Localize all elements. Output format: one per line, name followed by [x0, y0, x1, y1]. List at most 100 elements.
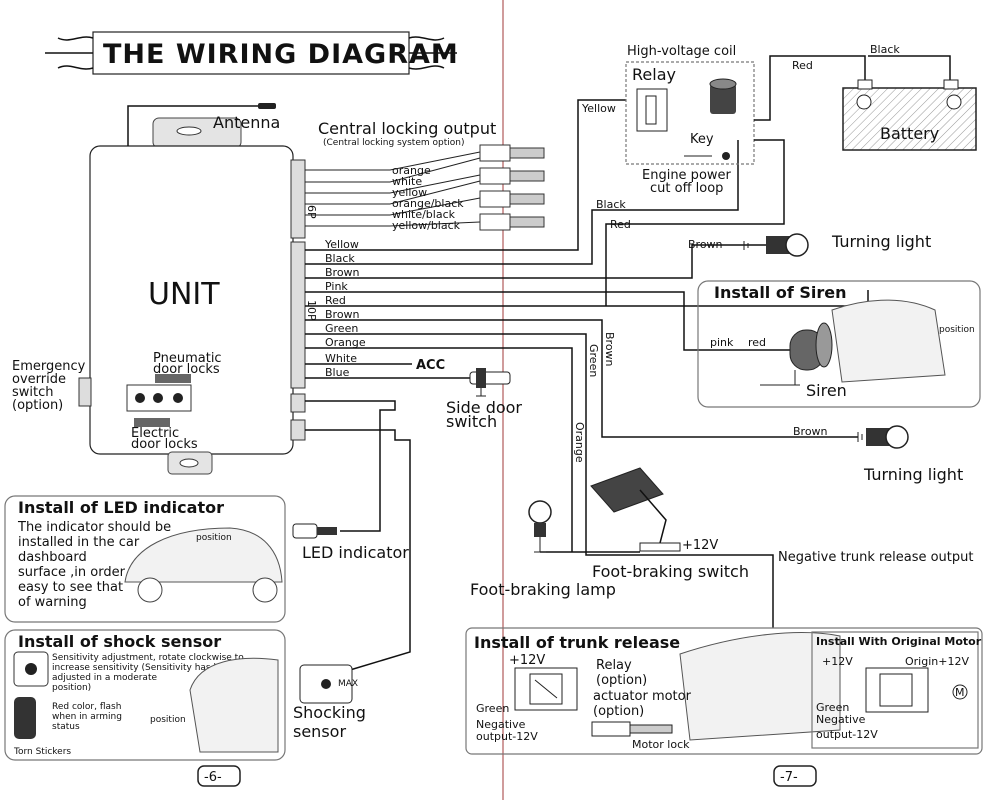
trunk-actuator-1: actuator motor — [593, 689, 692, 704]
shocking-label-1: Shocking — [293, 703, 366, 722]
shock-panel: Install of shock sensor Sensitivity adju… — [4, 629, 366, 761]
pneumatic-label-2: door locks — [153, 362, 220, 377]
turning-light-front-label: Turning light — [831, 232, 931, 251]
led-panel: Install of LED indicator The indicator s… — [4, 495, 409, 623]
wire-brown-rear — [305, 319, 858, 438]
central-locking-subtitle: (Central locking system option) — [323, 138, 464, 148]
foot-switch-label: Foot-braking switch — [592, 562, 749, 581]
wire-label-yellow: Yellow — [324, 238, 359, 251]
battery: Battery Black Red — [605, 43, 977, 306]
six-pin-label: 6P — [305, 205, 318, 219]
trunk-relay-2: (option) — [596, 673, 647, 688]
foot-plus12: +12V — [682, 538, 718, 553]
led-desc-6: of warning — [18, 595, 87, 610]
trunk-negative-2: output-12V — [476, 730, 538, 743]
wire-label-orange: Orange — [325, 336, 366, 349]
brown-vertical-label: Brown — [603, 332, 616, 367]
trunk-actuator-2: (option) — [593, 704, 644, 719]
emergency-label-4: (option) — [12, 398, 63, 413]
relay-yellow-label: Yellow — [581, 102, 616, 115]
wire-label-brown-1: Brown — [325, 266, 360, 279]
siren-position-label: position — [939, 325, 975, 335]
emergency-label-3: switch — [12, 385, 54, 400]
wire-label-red: Red — [325, 294, 346, 307]
trunk-green: Green — [476, 702, 509, 715]
orange-vertical-label: Orange — [573, 422, 586, 463]
cl-wire-white-black: white/black — [392, 208, 456, 221]
led-position-label: position — [196, 533, 232, 543]
trunk-title: Install of trunk release — [474, 633, 680, 652]
orig-green: Green — [816, 701, 849, 714]
siren-title: Install of Siren — [714, 283, 847, 302]
led-desc-2: installed in the car — [18, 535, 140, 550]
central-locking-title: Central locking output — [318, 119, 496, 138]
antenna-label: Antenna — [213, 113, 280, 132]
antenna: Antenna — [127, 103, 280, 146]
relay-box: High-voltage coil Relay Key Engine power… — [581, 44, 755, 231]
key-label: Key — [690, 132, 714, 147]
cl-wire-white: white — [392, 175, 422, 188]
electric-port-3 — [173, 393, 183, 403]
motor-lock-label: Motor lock — [632, 738, 690, 751]
shock-flash-2: when in arming — [52, 712, 122, 722]
shock-position-label: position — [150, 715, 186, 725]
wire-label-black: Black — [325, 252, 355, 265]
side-door-switch: Side door switch — [446, 368, 522, 431]
led-indicator-label: LED indicator — [302, 543, 409, 562]
electric-label-2: door locks — [131, 437, 198, 452]
shock-desc-4: position) — [52, 683, 91, 693]
turning-light-front-brown: Brown — [688, 238, 723, 251]
turning-light-rear: Brown Turning light — [793, 425, 963, 484]
led-desc-4: surface ,in order — [18, 565, 126, 580]
title-banner: THE WIRING DIAGRAM — [45, 31, 459, 75]
led-title: Install of LED indicator — [18, 498, 224, 517]
pneumatic-port — [155, 374, 191, 383]
electric-port-1 — [135, 393, 145, 403]
wire-label-brown-2: Brown — [325, 308, 360, 321]
page-title: THE WIRING DIAGRAM — [103, 39, 459, 70]
wire-label-green: Green — [325, 322, 358, 335]
electric-label-1: Electric — [131, 426, 179, 441]
side-door-label-1: Side door — [446, 398, 522, 417]
led-desc-3: dashboard — [18, 550, 87, 565]
ten-pin-label: 10P — [305, 300, 318, 321]
orig-origin: Origin+12V — [905, 655, 969, 668]
turning-light-rear-label: Turning light — [863, 465, 963, 484]
shocking-label-2: sensor — [293, 722, 346, 741]
orig-negative-2: output-12V — [816, 728, 878, 741]
electric-port-2 — [153, 393, 163, 403]
orig-negative-1: Negative — [816, 713, 866, 726]
wire-label-blue: Blue — [325, 366, 350, 379]
loop-label-1: Engine power — [642, 168, 732, 183]
unit-label: UNIT — [148, 277, 220, 312]
led-desc-5: easy to see that — [18, 580, 123, 595]
control-unit: UNIT 6P 10P Pneumatic door locks Electri… — [12, 117, 318, 475]
torn-stickers-label: Torn Stickers — [13, 747, 71, 757]
central-locking-output: Central locking output (Central locking … — [305, 119, 545, 232]
battery-label: Battery — [880, 124, 939, 143]
lock-connectors — [479, 144, 545, 231]
wire-black — [305, 140, 739, 265]
wire-pink — [305, 291, 792, 351]
pneumatic-label-1: Pneumatic — [153, 351, 222, 366]
page-number-right: -7- — [780, 770, 798, 785]
wire-brown-front — [305, 244, 740, 279]
siren-panel: Install of Siren pink red Siren position — [697, 280, 981, 408]
siren-pink-label: pink — [710, 336, 734, 349]
turning-light-rear-brown: Brown — [793, 425, 828, 438]
wire-label-pink: Pink — [325, 280, 348, 293]
siren-red-label: red — [748, 336, 766, 349]
negative-trunk-label: Negative trunk release output — [778, 550, 973, 565]
wire-shock — [305, 429, 411, 671]
foot-lamp-label: Foot-braking lamp — [470, 580, 616, 599]
wire-green — [305, 333, 774, 628]
emergency-label-2: override — [12, 372, 66, 387]
cl-wire-yellow-black: yellow/black — [392, 219, 461, 232]
original-motor-panel: Install With Original Motor +12V Origin+… — [811, 631, 982, 749]
trunk-negative-1: Negative — [476, 718, 526, 731]
trunk-relay-1: Relay — [596, 658, 632, 673]
shock-desc-1: Sensitivity adjustment, rotate clockwise… — [52, 653, 244, 663]
shock-desc-2: increase sensitivity (Sensitivity has be… — [52, 663, 236, 673]
